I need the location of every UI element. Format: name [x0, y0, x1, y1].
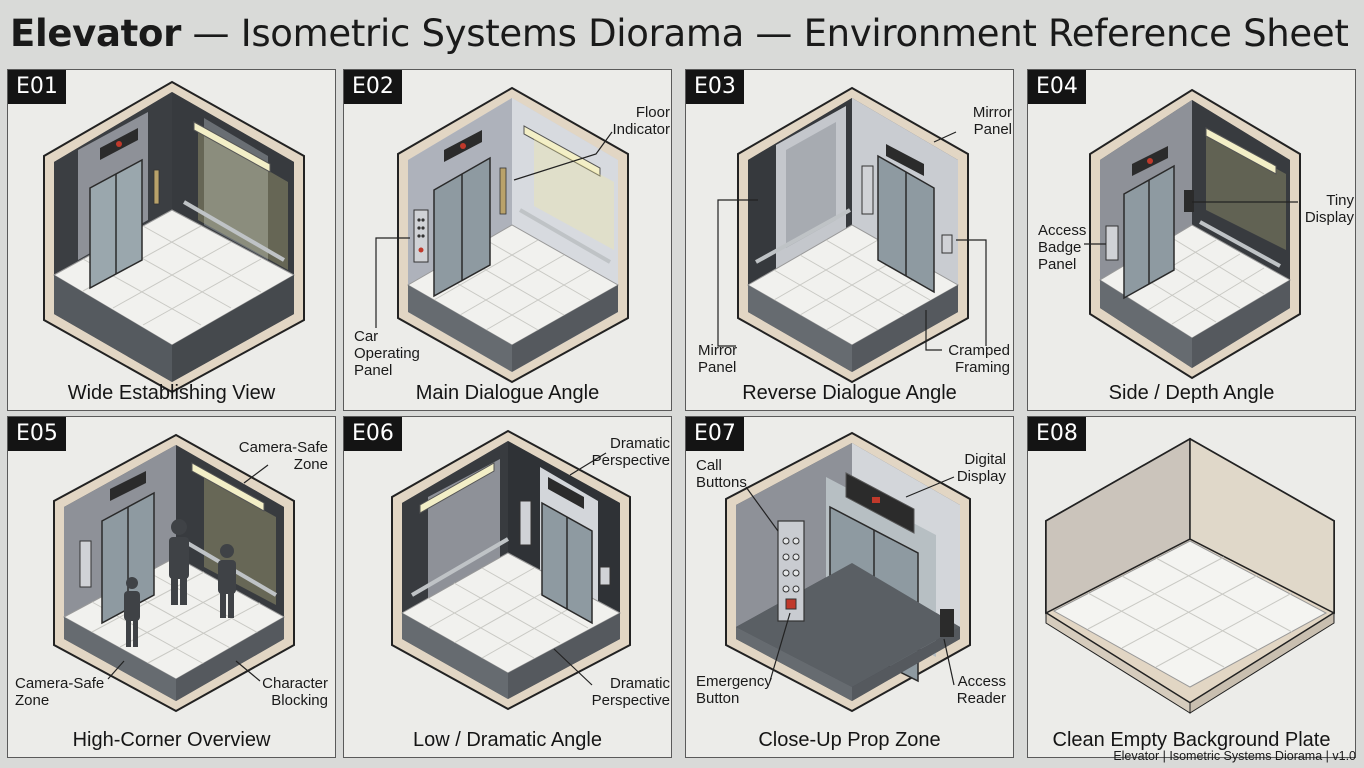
panel-id-badge: E02: [344, 70, 402, 104]
panel-e02[interactable]: E02: [343, 69, 672, 411]
panel-caption: Wide Establishing View: [67, 382, 276, 404]
panel-caption: Reverse Dialogue Angle: [742, 382, 957, 404]
panel-caption: Side / Depth Angle: [1108, 382, 1275, 404]
elevator-diorama-illustration: [717, 86, 987, 384]
panel-caption: Low / Dramatic Angle: [413, 729, 602, 751]
panel-e08[interactable]: E08 Clean Empty Background Plate: [1027, 416, 1356, 758]
title-rest: — Isometric Systems Diorama — Environmen…: [181, 12, 1349, 55]
elevator-diorama-illustration: [375, 86, 629, 384]
callout-label: Access Badge Panel: [1038, 222, 1087, 273]
elevator-diorama-illustration: [391, 429, 631, 711]
panel-e04[interactable]: E04: [1027, 69, 1356, 411]
handrail: [182, 200, 286, 262]
callout-label: Dramatic Perspective: [591, 675, 670, 709]
elevator-diorama-illustration: [1045, 437, 1335, 714]
callout-label: Access Reader: [956, 673, 1006, 707]
elevator-diorama-illustration: [1084, 88, 1301, 380]
panel-caption: Main Dialogue Angle: [415, 382, 600, 404]
callout-label: Call Buttons: [696, 457, 747, 491]
elevator-diorama-illustration: [53, 433, 295, 713]
light-fixture: [193, 121, 271, 173]
callout-label: Floor Indicator: [612, 104, 670, 138]
panel-id-badge: E06: [344, 417, 402, 451]
callout-label: Character Blocking: [262, 675, 328, 709]
panel-id-badge: E01: [8, 70, 66, 104]
car-operating-panel: [413, 209, 429, 263]
panel-e03[interactable]: E03: [685, 69, 1014, 411]
character-blocking-figures: [124, 519, 236, 647]
elevator-diorama-illustration: [725, 431, 971, 713]
panel-caption: High-Corner Overview: [72, 729, 271, 751]
panel-id-badge: E07: [686, 417, 744, 451]
panel-id-badge: E04: [1028, 70, 1086, 104]
call-buttons-panel: [777, 520, 805, 622]
panel-id-badge: E03: [686, 70, 744, 104]
panel-e05[interactable]: E05: [7, 416, 336, 758]
title-bold: Elevator: [10, 12, 182, 55]
callout-label: Cramped Framing: [948, 342, 1010, 376]
panel-e07[interactable]: E07: [685, 416, 1014, 758]
panel-id-badge: E05: [8, 417, 66, 451]
callout-label: Camera-Safe Zone: [15, 675, 105, 709]
elevator-diorama-illustration: [43, 80, 305, 394]
access-reader: [940, 609, 954, 637]
callout-label: Camera-Safe Zone: [238, 439, 328, 473]
emergency-button: [785, 598, 797, 610]
callout-label: Mirror Panel: [698, 342, 738, 376]
callout-label: Car Operating Panel: [354, 328, 420, 379]
callout-label: Tiny Display: [1304, 192, 1354, 226]
panel-id-badge: E08: [1028, 417, 1086, 451]
panel-caption: Clean Empty Background Plate: [1052, 729, 1331, 751]
panel-e06[interactable]: E06: [343, 416, 672, 758]
panel-caption: Close-Up Prop Zone: [758, 729, 941, 751]
callout-label: Mirror Panel: [972, 104, 1012, 138]
panel-e01[interactable]: E01: [7, 69, 336, 411]
elevator-door: [89, 158, 143, 290]
callout-label: Digital Display: [956, 451, 1006, 485]
callout-label: Dramatic Perspective: [591, 435, 670, 469]
page-title: Elevator — Isometric Systems Diorama — E…: [10, 12, 1349, 56]
sheet-footer: Elevator | Isometric Systems Diorama | v…: [1113, 749, 1356, 763]
callout-label: Emergency Button: [696, 673, 772, 707]
